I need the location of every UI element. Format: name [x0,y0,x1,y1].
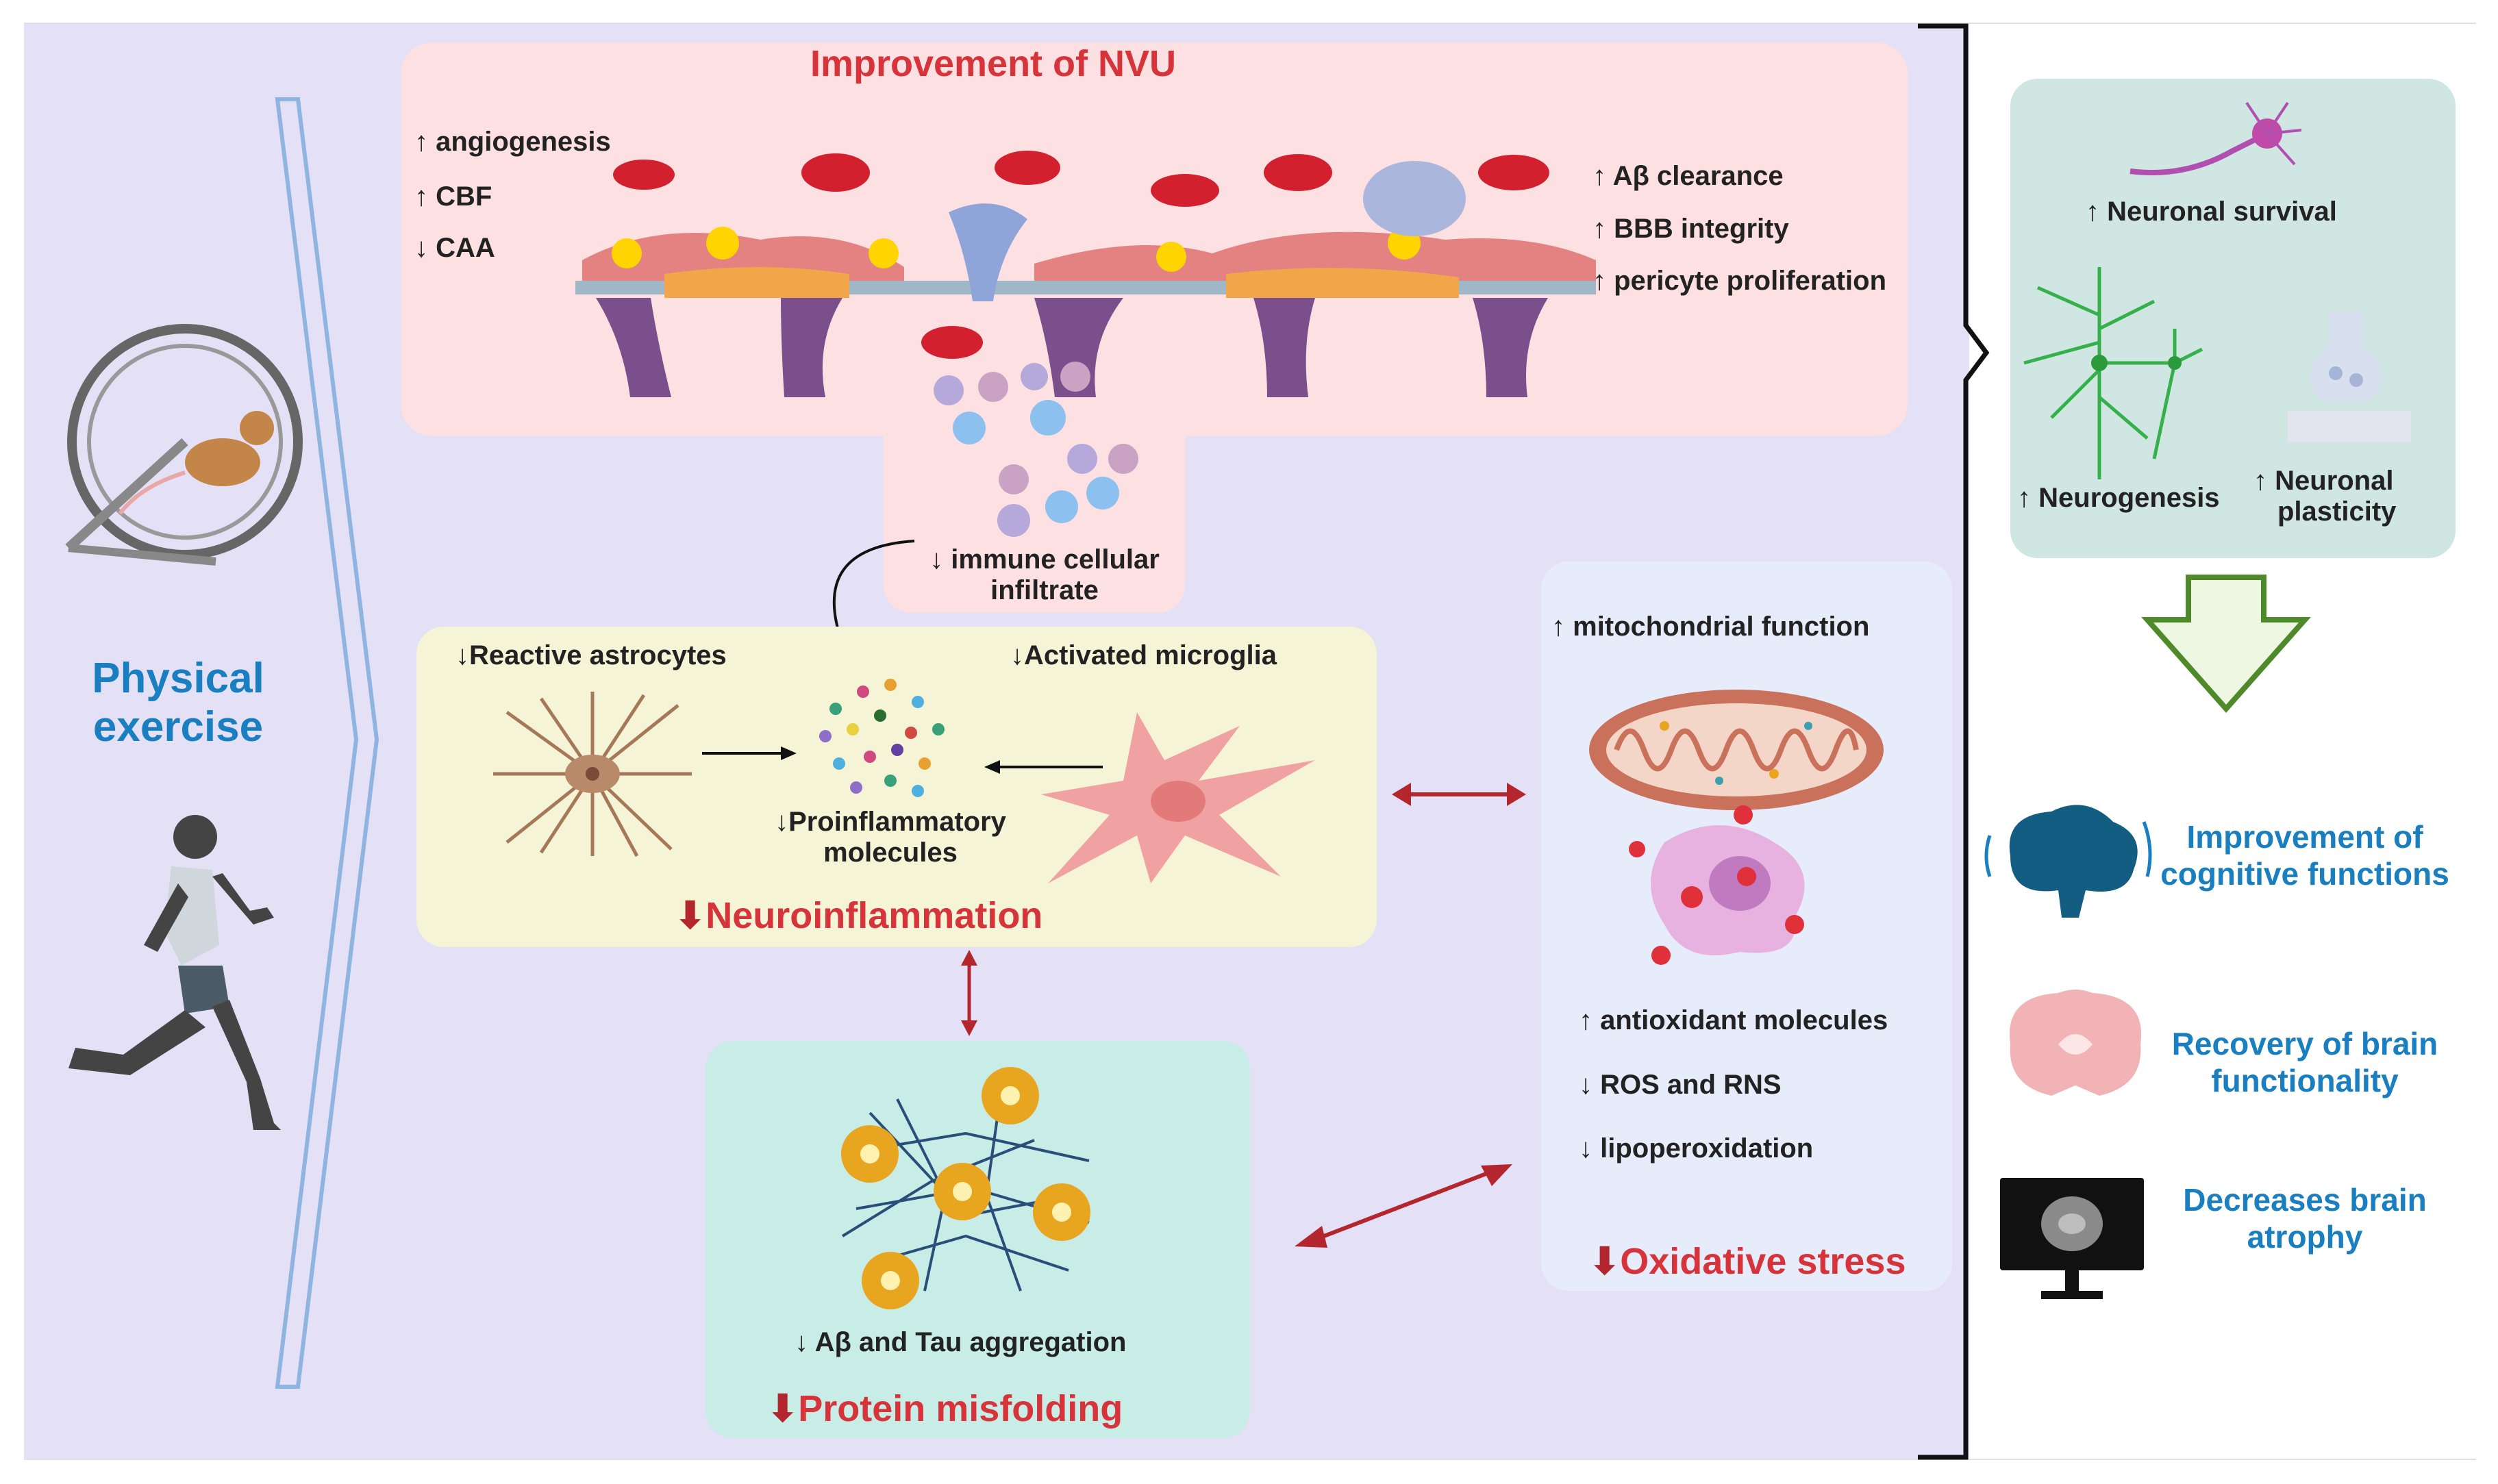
down-arrow-icon: ⬇ [675,895,706,936]
result-3-line1: Decreases brain [2183,1182,2427,1218]
result-2-line2: functionality [2211,1063,2399,1098]
nvu-left-item-3: ↓ CAA [414,233,495,263]
title-line2: exercise [92,703,264,751]
physical-exercise-title: Physical exercise [65,654,291,751]
result-2: Recovery of brain functionality [2144,1025,2466,1099]
oxid-item-3: ↓ lipoperoxidation [1579,1133,1814,1164]
astrocytes-text: Reactive astrocytes [469,640,727,670]
bottom-rule [24,1459,2476,1460]
survival-label: ↑ Neuronal survival [2086,197,2337,227]
nvu-title: Improvement of NVU [810,43,1177,84]
nvu-left-item-2: ↑ CBF [414,181,492,212]
neurogenesis-label: ↑ Neurogenesis [2017,483,2220,513]
nvu-right-item-2: ↑ BBB integrity [1593,214,1789,244]
result-1: Improvement of cognitive functions [2144,818,2466,892]
plasticity-label: ↑ Neuronal plasticity [2253,466,2396,527]
survival-text: Neuronal survival [2107,197,2337,227]
neuro-oxidative-double-arrow [1392,783,1526,806]
neurogenesis-icon [2023,267,2203,479]
infiltrate-line1-text: immune cellular [951,544,1160,575]
immune-cells-illustration [921,326,1138,537]
molecules-label: ↓Proinflammatory molecules [747,807,1034,868]
oxidative-stress-title: ⬇Oxidative stress [1589,1240,1906,1283]
oxid-item-2: ↓ ROS and RNS [1579,1070,1782,1100]
right-bracket [1918,23,1990,1460]
item-text: pericyte proliferation [1614,266,1886,296]
result-1-line1: Improvement of [2186,819,2423,855]
cell-ros-illustration [1629,805,1805,965]
plasticity-line2: plasticity [2277,496,2397,527]
hamster-wheel-icon [65,324,303,566]
infiltrate-line2: infiltrate [990,575,1099,605]
neuroinflammation-title: ⬇Neuroinflammation [675,894,1042,937]
neuroinflammation-title-text: Neuroinflammation [705,895,1043,936]
protein-aggregation-label: ↓ Aβ and Tau aggregation [795,1327,1127,1357]
item-text: angiogenesis [436,127,611,157]
brain-section-icon [2009,990,2142,1096]
plasticity-line1: ↑ Neuronal [2253,466,2394,496]
item-text: CAA [436,233,495,263]
molecules-line1: ↓Proinflammatory [775,807,1006,837]
microglia-text: Activated microglia [1024,640,1277,670]
microglia-label: ↓Activated microglia [1010,640,1277,670]
neurogenesis-text: Neurogenesis [2038,483,2220,513]
result-2-line1: Recovery of brain [2171,1026,2438,1061]
mitochondria-illustration [1589,690,1884,810]
astrocyte-illustration [493,692,692,857]
top-rule [24,23,2476,24]
title-line1: Physical [92,655,264,702]
oxid-item-text: ROS and RNS [1600,1070,1782,1100]
protein-oxidative-double-arrow [1295,1164,1512,1248]
runner-icon [68,815,281,1130]
blood-vessel-illustration [575,151,1596,397]
plasticity-line1-text: Neuronal [2275,466,2394,496]
result-3: Decreases brain atrophy [2144,1181,2466,1255]
infiltrate-line1: ↓ immune cellular [929,544,1160,575]
protein-aggregation-text: Aβ and Tau aggregation [814,1327,1127,1357]
oxid-item-text: lipoperoxidation [1600,1133,1814,1164]
item-text: CBF [436,181,492,212]
mito-text: mitochondrial function [1573,612,1870,642]
nvu-infiltrate-panel [884,411,1185,613]
protein-misfolding-title-text: Protein misfolding [798,1388,1123,1429]
oxid-item-1: ↑ antioxidant molecules [1579,1005,1888,1035]
exercise-chevron [275,97,379,1389]
monitor-icon [2000,1178,2144,1299]
down-arrow-icon: ⬇ [767,1388,799,1429]
proinflammatory-molecules-illustration [819,679,945,797]
microglia-to-molecules-arrow [984,760,1103,774]
synapse-icon [2288,312,2411,442]
infiltrate-label: ↓ immune cellular infiltrate [911,544,1178,606]
molecules-line1-text: Proinflammatory [788,807,1006,837]
neuronal-outcomes-panel [2010,79,2456,558]
brain-icon [1984,805,2152,918]
result-1-line2: cognitive functions [2160,856,2449,892]
astrocyte-to-molecules-arrow [702,746,797,760]
oxidative-stress-title-text: Oxidative stress [1620,1241,1906,1282]
microglia-illustration [1041,712,1315,883]
down-arrow-icon: ⬇ [1589,1241,1621,1282]
outcome-down-arrow [2141,575,2311,714]
molecules-line2: molecules [823,838,958,868]
nvu-right-item-1: ↑ Aβ clearance [1593,161,1784,191]
protein-misfolding-title: ⬇Protein misfolding [767,1387,1123,1430]
protein-aggregation-illustration [841,1067,1090,1309]
oxid-item-text: antioxidant molecules [1600,1005,1888,1035]
result-3-line2: atrophy [2247,1219,2363,1255]
item-text: Aβ clearance [1612,161,1784,191]
neuro-protein-double-arrow [961,950,977,1036]
mito-label: ↑ mitochondrial function [1551,612,1870,642]
nvu-right-item-3: ↑ pericyte proliferation [1593,266,1886,296]
nvu-left-item-1: ↑ angiogenesis [414,127,611,157]
astrocytes-label: ↓Reactive astrocytes [455,640,727,670]
neuron-icon [2129,101,2302,175]
item-text: BBB integrity [1614,214,1789,244]
